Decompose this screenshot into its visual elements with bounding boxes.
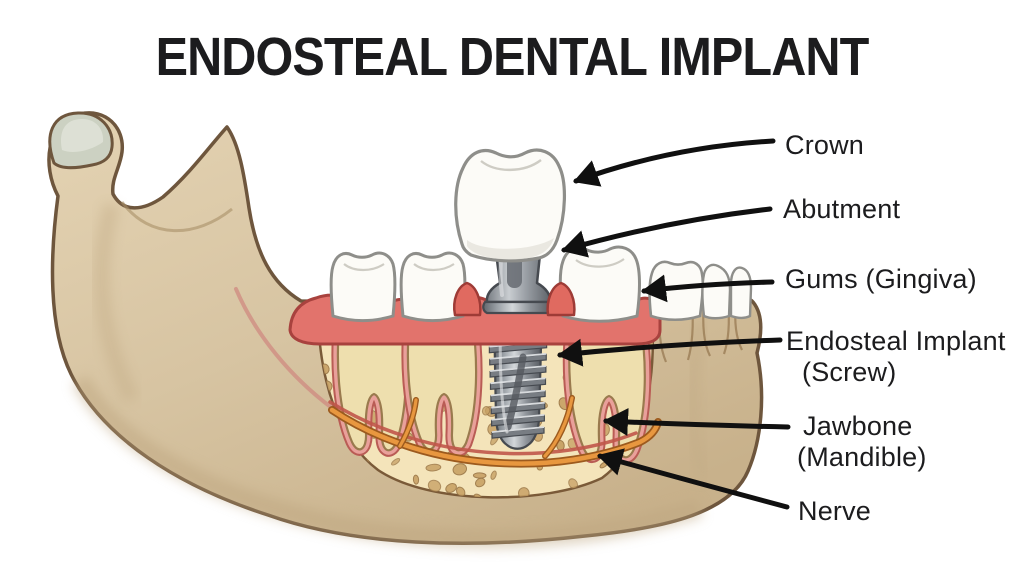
bone-speckle	[475, 477, 486, 488]
bone-speckle	[391, 458, 401, 466]
molar3-crown	[558, 245, 641, 323]
arrow-abutment	[561, 206, 773, 258]
arrow-nerve	[597, 448, 790, 510]
label-implant-line1: Endosteal Implant	[786, 326, 1006, 356]
figure-title: ENDOSTEAL DENTAL IMPLANT	[155, 27, 870, 87]
nerve-branch-2	[543, 396, 574, 458]
arrow-gums	[641, 274, 775, 303]
implant-crown-abutment	[454, 148, 567, 315]
label-jawbone-line1: Jawbone	[803, 411, 913, 441]
arrow-jawbone	[603, 408, 791, 437]
back-tooth-2	[729, 266, 753, 320]
gum-papilla-implant-left	[453, 281, 482, 317]
molar3-groove	[575, 258, 625, 268]
label-abutment-text: Abutment	[783, 194, 901, 224]
inferior-alveolar-nerve	[328, 395, 662, 468]
bone-speckle	[472, 472, 487, 479]
root-molar2	[406, 316, 478, 452]
screw-thread-highlight	[491, 426, 545, 433]
implant-crown-shading	[467, 238, 554, 260]
bone-speckle	[427, 479, 442, 493]
bone-speckle	[445, 483, 457, 493]
label-gums: Gums (Gingiva)	[785, 264, 977, 295]
screw-flute	[504, 353, 527, 431]
bone-speckle	[517, 487, 530, 498]
label-abutment: Abutment	[783, 194, 900, 225]
label-implant-line2: (Screw)	[802, 357, 897, 387]
label-jawbone-line2: (Mandible)	[797, 442, 927, 472]
bone-speckle	[481, 406, 491, 416]
molar1-groove	[343, 263, 385, 272]
nerve-main	[329, 407, 661, 466]
arrow-crown	[573, 138, 776, 187]
gum-papilla-implant-right	[546, 281, 576, 317]
ramus-shading	[93, 202, 140, 404]
artery-line	[328, 400, 638, 456]
notch-contour	[120, 201, 233, 233]
back-tooth-1	[701, 263, 732, 320]
label-endosteal-implant: Endosteal Implant (Screw)	[786, 326, 1006, 388]
label-crown-text: Crown	[785, 130, 865, 160]
bone-speckle	[490, 470, 497, 480]
bone-speckle	[452, 463, 468, 476]
molar2-groove	[413, 263, 455, 272]
label-nerve: Nerve	[798, 496, 871, 527]
callout-arrows	[557, 138, 791, 510]
screw-thread-highlight	[491, 401, 545, 409]
screw-thread-highlight	[491, 414, 545, 421]
arrow-implant	[557, 337, 783, 367]
bone-speckle	[456, 486, 466, 497]
implant-collar	[482, 300, 554, 315]
label-jawbone: Jawbone (Mandible)	[797, 411, 927, 473]
label-nerve-text: Nerve	[798, 496, 872, 526]
molar1-crown	[329, 251, 397, 322]
implant-crown	[454, 148, 567, 263]
label-gums-text: Gums (Gingiva)	[785, 264, 977, 294]
condyle-highlight	[60, 119, 104, 153]
bone-speckle	[412, 474, 420, 485]
label-crown: Crown	[785, 130, 864, 161]
implant-crown-groove	[480, 159, 542, 172]
bone-speckle	[425, 463, 442, 472]
surface-artery	[234, 287, 334, 410]
nerve-branch-1	[398, 398, 418, 448]
bone-bottom-shadow	[72, 375, 703, 549]
